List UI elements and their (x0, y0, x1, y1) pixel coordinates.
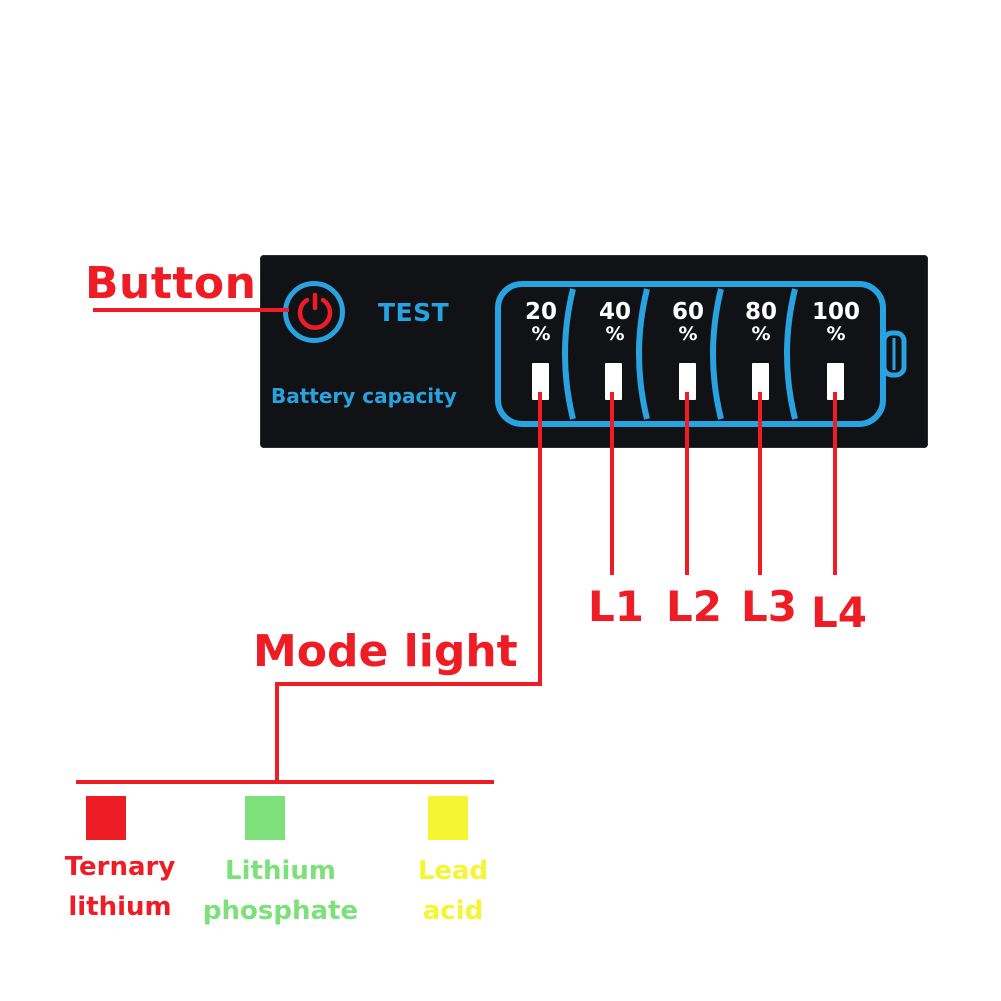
led-100 (827, 363, 844, 400)
cell-20: 20 % (511, 300, 571, 344)
cell-value: 100 (811, 299, 860, 325)
mode-swatch-ternary-lithium (86, 796, 126, 840)
cell-value: 80 (744, 299, 777, 325)
mode-label-line2: acid (422, 896, 484, 926)
mode-label-line1: Lead (417, 856, 489, 886)
level-label-l4: L4 (811, 588, 867, 637)
power-icon (297, 292, 333, 330)
battery-capacity-label: Battery capacity (271, 384, 457, 408)
led-80 (752, 363, 769, 400)
mode-label-line2: phosphate (202, 896, 359, 926)
led-40 (605, 363, 622, 400)
button-annotation: Button (85, 258, 257, 309)
test-label: TEST (378, 298, 450, 327)
cell-60: 60 % (658, 300, 718, 344)
cell-unit: % (531, 323, 551, 345)
cell-100: 100 % (806, 300, 866, 344)
led-60 (679, 363, 696, 400)
mode-label-line1: Ternary (64, 852, 176, 882)
cell-40: 40 % (585, 300, 645, 344)
mode-light-annotation: Mode light (253, 626, 518, 677)
mode-label-line1: Lithium (225, 856, 336, 886)
cell-unit: % (751, 323, 771, 345)
cell-value: 60 (671, 299, 704, 325)
cell-unit: % (678, 323, 698, 345)
cell-unit: % (826, 323, 846, 345)
mode-label-ternary-lithium: Ternary lithium (40, 847, 200, 927)
cell-unit: % (605, 323, 625, 345)
level-label-l1: L1 (588, 582, 644, 631)
level-label-l3: L3 (741, 582, 797, 631)
cell-value: 20 (524, 299, 557, 325)
mode-swatch-lithium-phosphate (245, 796, 285, 840)
cell-80: 80 % (731, 300, 791, 344)
mode-label-lithium-phosphate: Lithium phosphate (188, 851, 373, 931)
cell-value: 40 (598, 299, 631, 325)
level-label-l2: L2 (666, 582, 722, 631)
test-button[interactable] (283, 281, 345, 343)
mode-swatch-lead-acid (428, 796, 468, 840)
mode-label-line2: lithium (68, 892, 172, 922)
mode-label-lead-acid: Lead acid (393, 851, 513, 931)
led-20 (532, 363, 549, 400)
battery-outline-icon (495, 281, 907, 427)
